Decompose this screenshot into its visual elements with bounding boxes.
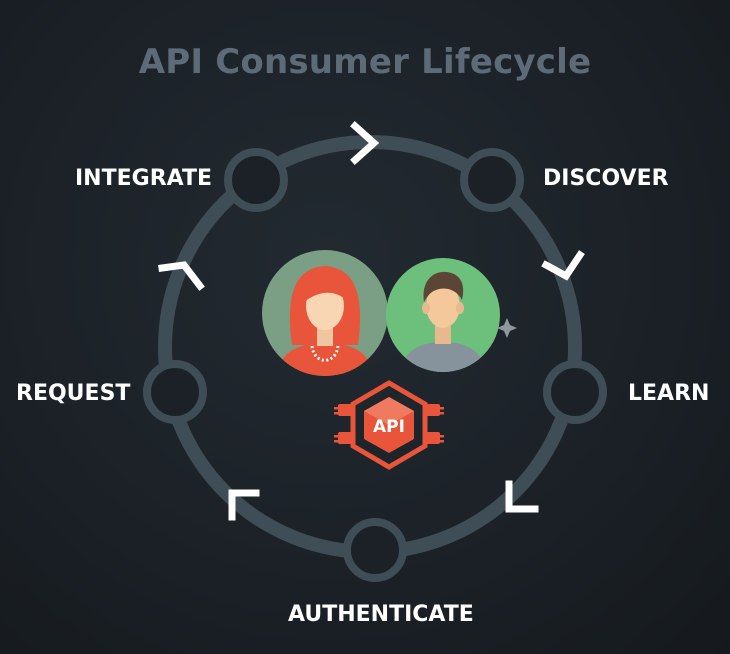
arrow-top-icon [350,121,380,165]
arrow-left-upper-icon [158,261,205,291]
node-discover [460,148,524,212]
avatar-male [386,258,500,372]
diagram-title: API Consumer Lifecycle [138,42,592,82]
node-authenticate [343,518,407,582]
stage-label-discover: DISCOVER [543,166,669,191]
stage-label-request: REQUEST [16,381,131,406]
stage-label-authenticate: AUTHENTICATE [288,602,474,627]
api-badge-text: API [373,417,405,437]
arrow-left-lower-icon [228,489,260,521]
api-badge-icon: API [334,380,444,470]
arrow-right-upper-icon [541,250,585,281]
node-request [143,360,207,424]
node-integrate [224,148,288,212]
node-learn [543,360,607,424]
sparkle-icon [497,318,517,338]
arrow-right-lower-icon [505,480,539,513]
stage-label-learn: LEARN [628,381,710,406]
avatar-female [262,250,388,376]
stage-label-integrate: INTEGRATE [75,166,212,191]
